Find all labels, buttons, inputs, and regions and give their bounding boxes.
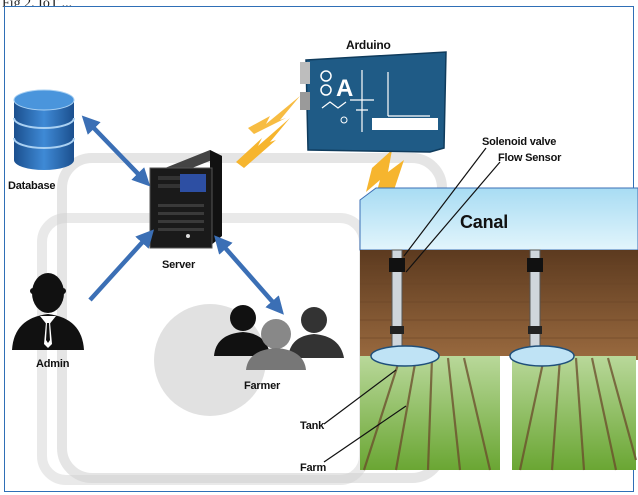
tank-label: Tank [300,420,325,432]
arduino-label: Arduino [346,38,391,52]
lightning-server-arduino [236,118,290,168]
tank-right [509,345,575,367]
server-label: Server [162,259,196,271]
arrow-database-server [81,115,151,187]
svg-text:A: A [336,75,353,102]
arduino-board-icon: A [300,51,447,153]
figure-caption-fragment: Fig 2. IoT ... [2,0,72,12]
background-circle [154,304,266,416]
admin-label: Admin [36,358,70,370]
farm-label: Farm [300,462,327,474]
database-label: Database [8,180,56,192]
database-icon [13,89,75,170]
arrow-admin-server [88,229,155,302]
arrow-server-farmer [214,235,284,315]
pointer-lines [323,147,501,463]
server-icon [149,150,222,249]
solenoid-valve-label: Solenoid valve [482,136,557,148]
farmer-label: Farmer [244,380,281,392]
canal-label: Canal [460,212,509,232]
admin-icon [12,273,84,350]
field-scene [359,187,638,471]
flow-sensor-label: Flow Sensor [498,152,562,164]
tank-left [370,345,440,367]
connection-arrows [81,115,284,315]
arduino-board-text: Arduino [380,117,416,129]
